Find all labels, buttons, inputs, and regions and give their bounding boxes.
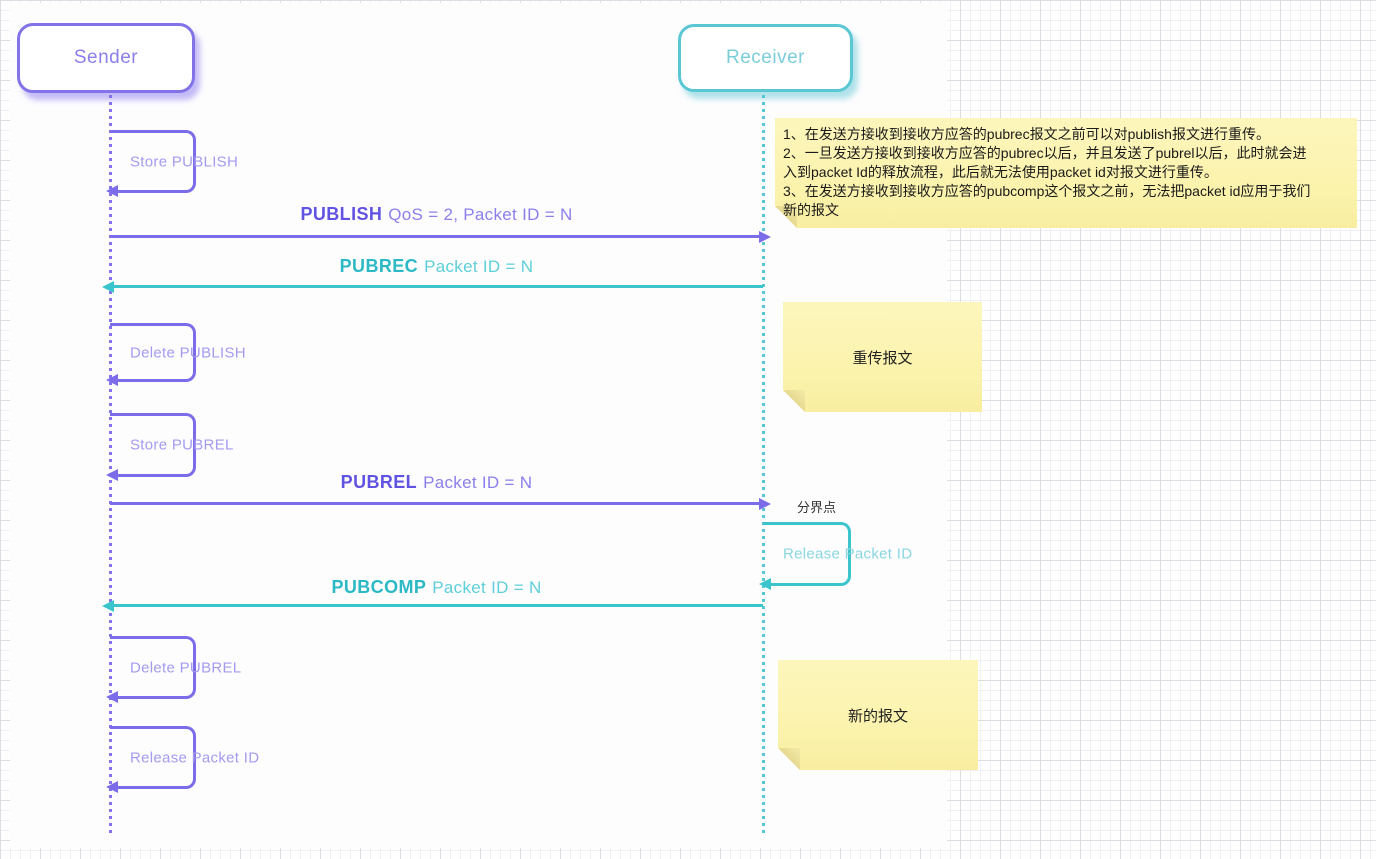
self-loop-delete-pubrel[interactable]: Delete PUBREL: [106, 636, 241, 703]
message-pubrel-keyword: PUBREL: [340, 472, 418, 492]
self-loop-delete-pubrel-label: Delete PUBREL: [130, 659, 242, 676]
note-line: 2、一旦发送方接收到接收方应答的pubrec以后，并且发送了pubrel以后，此…: [783, 145, 1307, 161]
self-loop-receiver-release-packet-id[interactable]: Release Packet ID: [759, 522, 912, 590]
actor-receiver-label: Receiver: [726, 47, 805, 68]
self-loop-delete-publish-label: Delete PUBLISH: [130, 344, 246, 361]
note-line: 入到packet Id的释放流程，此后就无法使用packet id对报文进行重传…: [783, 164, 1218, 180]
self-loop-store-pubrel-label: Store PUBREL: [130, 436, 234, 454]
message-publish-detail: QoS = 2, Packet ID = N: [388, 205, 573, 224]
self-loop-store-pubrel[interactable]: Store PUBREL: [106, 413, 233, 481]
message-publish-arrow[interactable]: [110, 235, 763, 238]
sticky-note-new-packet[interactable]: 新的报文: [778, 660, 978, 770]
self-loop-store-publish-label: Store PUBLISH: [130, 153, 239, 170]
receiver-lifeline: [762, 95, 765, 835]
self-loop-store-publish[interactable]: Store PUBLISH: [106, 130, 238, 197]
sticky-note-explanation[interactable]: 1、在发送方接收到接收方应答的pubrec报文之前可以对publish报文进行重…: [775, 118, 1357, 228]
self-loop-sender-release-packet-id[interactable]: Release Packet ID: [106, 726, 259, 793]
sticky-note-background: [778, 660, 978, 770]
message-publish-label: PUBLISH QoS = 2, Packet ID = N: [110, 204, 763, 225]
message-pubcomp-keyword: PUBCOMP: [331, 577, 427, 597]
sticky-note-explanation-text: 1、在发送方接收到接收方应答的pubrec报文之前可以对publish报文进行重…: [775, 118, 1357, 228]
note-line: 新的报文: [783, 202, 839, 218]
message-pubcomp-arrow[interactable]: [110, 604, 763, 607]
note-line: 3、在发送方接收到接收方应答的pubcomp这个报文之前，无法把packet i…: [783, 183, 1311, 199]
actor-sender-label: Sender: [73, 47, 139, 68]
self-loop-delete-publish[interactable]: Delete PUBLISH: [106, 323, 246, 386]
message-pubrec-label: PUBREC Packet ID = N: [110, 256, 763, 277]
message-pubrel-label: PUBREL Packet ID = N: [110, 472, 763, 493]
sticky-note-background: [783, 302, 982, 412]
self-loop-sender-release-packet-id-label: Release Packet ID: [130, 749, 260, 766]
sticky-note-retransmit[interactable]: 重传报文: [783, 302, 982, 412]
message-pubrec-arrow[interactable]: [110, 285, 763, 288]
message-pubrec-detail: Packet ID = N: [424, 257, 534, 276]
actor-sender[interactable]: Sender: [17, 23, 195, 93]
message-pubcomp-detail: Packet ID = N: [432, 578, 542, 597]
note-line: 1、在发送方接收到接收方应答的pubrec报文之前可以对publish报文进行重…: [783, 126, 1270, 142]
boundary-point-label[interactable]: 分界点: [797, 500, 837, 515]
message-pubrel-arrow[interactable]: [110, 502, 763, 505]
sender-lifeline: [109, 95, 112, 835]
actor-receiver[interactable]: Receiver: [678, 24, 853, 92]
message-pubrec-keyword: PUBREC: [339, 256, 419, 276]
message-publish-keyword: PUBLISH: [300, 204, 383, 224]
self-loop-receiver-release-packet-id-label: Release Packet ID: [783, 545, 913, 563]
sticky-note-background: [775, 118, 1357, 228]
sticky-note-new-packet-text: 新的报文: [847, 707, 908, 725]
message-pubrel-detail: Packet ID = N: [423, 473, 533, 492]
sticky-note-retransmit-text: 重传报文: [852, 349, 913, 367]
message-pubcomp-label: PUBCOMP Packet ID = N: [110, 577, 763, 598]
